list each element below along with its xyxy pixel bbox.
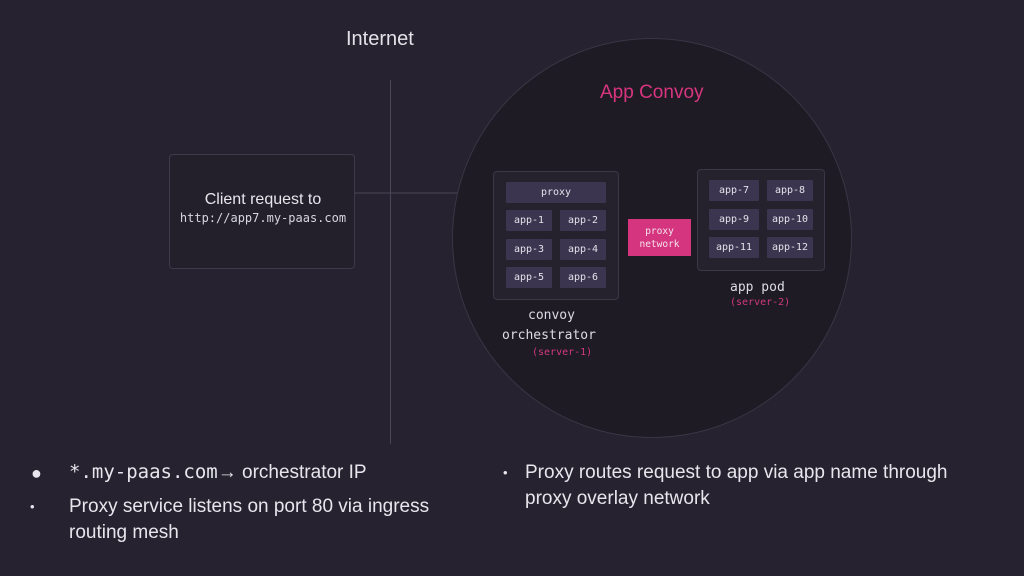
bullet-proxy-routes: • Proxy routes request to app via app na… xyxy=(503,460,965,512)
app-chip: app-10 xyxy=(767,209,813,230)
app-chip: app-12 xyxy=(767,237,813,258)
app-convoy-title: App Convoy xyxy=(600,82,704,103)
app-chip: app-11 xyxy=(709,237,759,258)
orchestrator-label: convoy xyxy=(528,308,575,323)
bullet-dns: ● *.my-paas.com→ orchestrator IP xyxy=(31,459,367,486)
app-chip: app-9 xyxy=(709,209,759,230)
app-chip: app-3 xyxy=(506,239,552,260)
app-pod-server-tag: (server-2) xyxy=(730,297,791,308)
proxy-network-line2: network xyxy=(639,238,680,250)
app-chip: app-8 xyxy=(767,180,813,201)
proxy-network-line1: proxy xyxy=(645,225,674,237)
client-request-url: http://app7.my-paas.com xyxy=(179,211,347,225)
bullet-proxy-service-text: Proxy service listens on port 80 via ing… xyxy=(69,496,430,543)
bullet-proxy-routes-text: Proxy routes request to app via app name… xyxy=(525,462,948,509)
app-chip: app-2 xyxy=(560,210,606,231)
proxy-chip: proxy xyxy=(506,182,606,203)
bullet-dot-icon: • xyxy=(30,499,35,514)
app-chip: app-7 xyxy=(709,180,759,201)
orchestrator-server-tag: (server-1) xyxy=(532,347,593,358)
client-request-title: Client request to xyxy=(204,191,322,208)
bullet-dns-text: orchestrator IP xyxy=(236,462,367,483)
arrow-right-icon: → xyxy=(217,462,237,483)
internet-boundary-line xyxy=(390,80,391,444)
internet-label: Internet xyxy=(346,28,414,50)
app-chip: app-5 xyxy=(506,267,552,288)
app-chip: app-4 xyxy=(560,239,606,260)
bullet-proxy-service: • Proxy service listens on port 80 via i… xyxy=(30,494,439,546)
orchestrator-label-line2: orchestrator xyxy=(502,328,596,343)
app-pod-label: app pod xyxy=(730,280,785,295)
client-request-box: Client request to http://app7.my-paas.co… xyxy=(169,154,355,269)
bullet-dns-code: *.my-paas.com xyxy=(69,461,218,483)
app-chip: app-6 xyxy=(560,267,606,288)
bullet-dot-icon: • xyxy=(503,465,508,480)
bullet-dot-icon: ● xyxy=(31,463,42,483)
app-chip: app-1 xyxy=(506,210,552,231)
proxy-network-node: proxy network xyxy=(628,219,691,256)
